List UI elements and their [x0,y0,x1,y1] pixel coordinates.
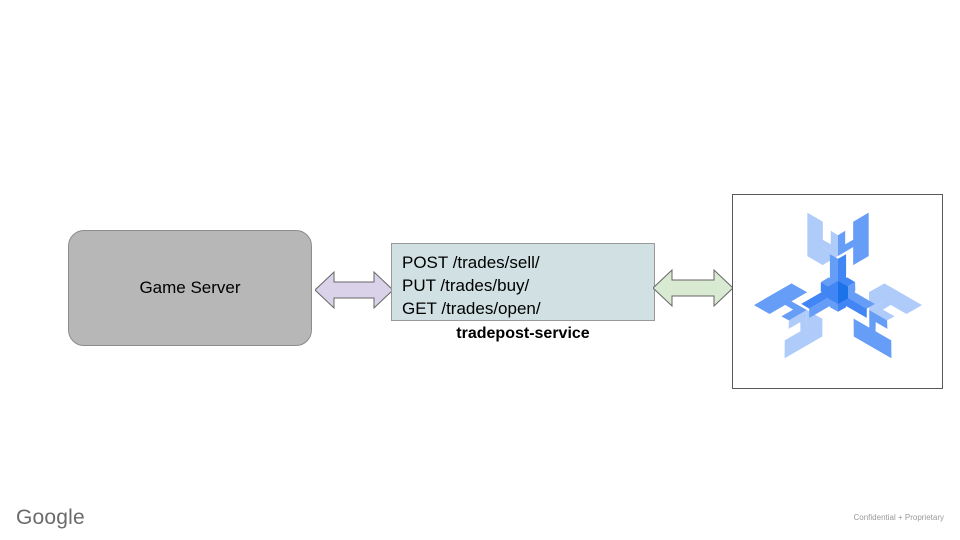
connector-service-to-agones [653,264,733,312]
service-endpoint-put: PUT /trades/buy/ [402,276,530,295]
logo-center-hub [827,280,848,304]
connector-game-server-to-service [315,266,393,314]
game-server-node: Game Server [68,230,312,346]
double-arrow-shape [315,270,393,310]
game-server-label: Game Server [139,277,241,297]
tradepost-service-node: POST /trades/sell/ PUT /trades/buy/ GET … [391,243,655,321]
double-arrow-shape [653,268,733,308]
confidentiality-note: Confidential + Proprietary [853,513,945,522]
tradepost-service-caption: tradepost-service [456,325,590,342]
service-endpoint-post: POST /trades/sell/ [402,253,540,272]
agones-logo-icon [753,212,922,358]
agones-logo-frame [732,194,943,389]
google-wordmark: Google [16,506,85,529]
service-endpoint-get: GET /trades/open/ [402,299,541,318]
